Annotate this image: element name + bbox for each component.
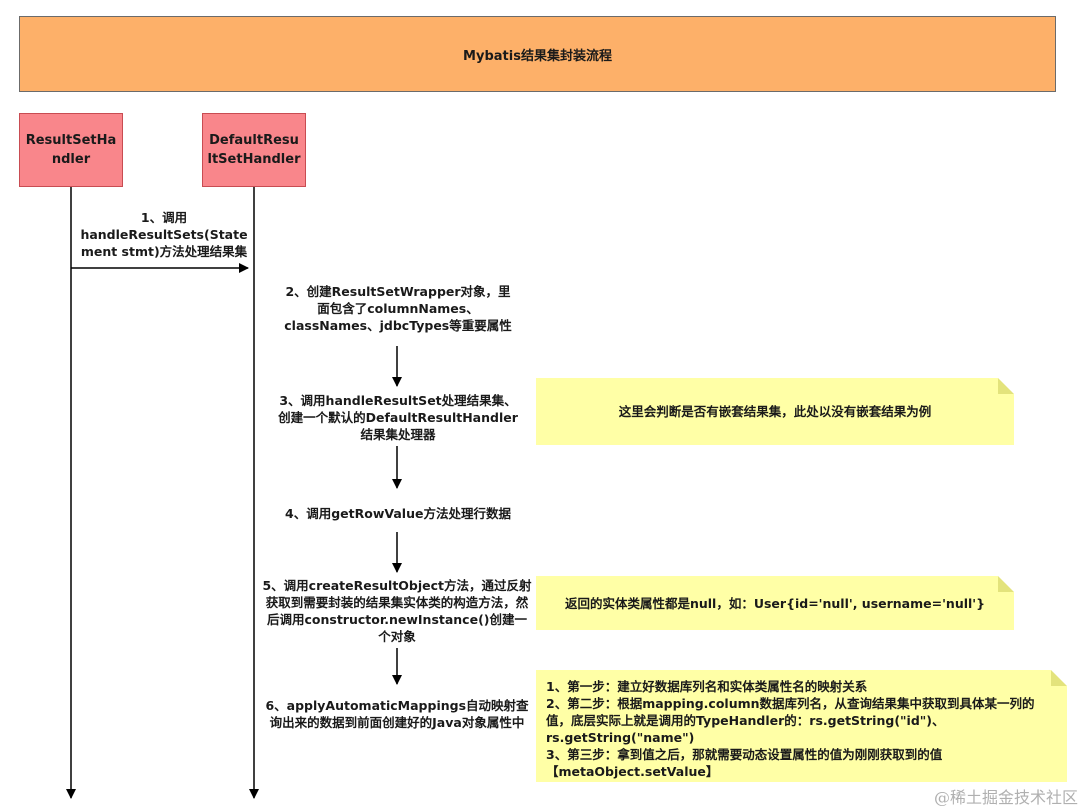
note-fold-icon: [1051, 670, 1067, 686]
step-5: 5、调用createResultObject方法，通过反射获取到需要封装的结果集…: [262, 574, 532, 648]
message-label-1: 1、调用handleResultSets(Statement stmt)方法处理…: [80, 200, 248, 268]
step-2: 2、创建ResultSetWrapper对象，里面包含了columnNames、…: [280, 272, 516, 344]
step-2-text: 2、创建ResultSetWrapper对象，里面包含了columnNames、…: [284, 283, 512, 333]
actor-defaultresultsethandler: DefaultResultSetHandler: [202, 113, 306, 187]
note-nested-resultset: 这里会判断是否有嵌套结果集，此处以没有嵌套结果为例: [536, 378, 1014, 445]
note-fold-icon: [998, 378, 1014, 394]
actor-resultsethandler-label: ResultSetHandler: [25, 133, 117, 167]
step-5-text: 5、调用createResultObject方法，通过反射获取到需要封装的结果集…: [262, 578, 532, 644]
note-mapping-line-2: 2、第二步：根据mapping.column数据库列名，从查询结果集中获取到具体…: [546, 696, 1035, 745]
note-mapping-line-3: 3、第三步：拿到值之后，那就需要动态设置属性的值为刚刚获取到的值【metaObj…: [546, 747, 943, 779]
note-nested-text: 这里会判断是否有嵌套结果集，此处以没有嵌套结果为例: [618, 404, 932, 419]
step-4: 4、调用getRowValue方法处理行数据: [270, 500, 526, 526]
diagram-title: Mybatis结果集封装流程: [19, 16, 1056, 92]
note-mapping-steps: 1、第一步：建立好数据库列名和实体类属性名的映射关系 2、第二步：根据mappi…: [536, 670, 1067, 782]
actor-defaultresultsethandler-label: DefaultResultSetHandler: [207, 133, 301, 167]
watermark: @稀土掘金技术社区: [933, 788, 1078, 807]
step-6: 6、applyAutomaticMappings自动映射查询出来的数据到前面创建…: [262, 686, 532, 742]
note-fold-icon: [998, 576, 1014, 592]
actor-resultsethandler: ResultSetHandler: [19, 113, 123, 187]
note-null-properties: 返回的实体类属性都是null，如：User{id='null', usernam…: [536, 576, 1014, 630]
diagram-title-text: Mybatis结果集封装流程: [463, 48, 612, 64]
step-6-text: 6、applyAutomaticMappings自动映射查询出来的数据到前面创建…: [265, 698, 529, 730]
step-3: 3、调用handleResultSet处理结果集、创建一个默认的DefaultR…: [276, 388, 520, 446]
note-mapping-line-1: 1、第一步：建立好数据库列名和实体类属性名的映射关系: [546, 679, 868, 694]
step-3-text: 3、调用handleResultSet处理结果集、创建一个默认的DefaultR…: [278, 392, 518, 442]
step-4-text: 4、调用getRowValue方法处理行数据: [285, 505, 511, 521]
note-null-text: 返回的实体类属性都是null，如：User{id='null', usernam…: [564, 595, 986, 611]
message-label-1-text: 1、调用handleResultSets(Statement stmt)方法处理…: [80, 209, 248, 259]
